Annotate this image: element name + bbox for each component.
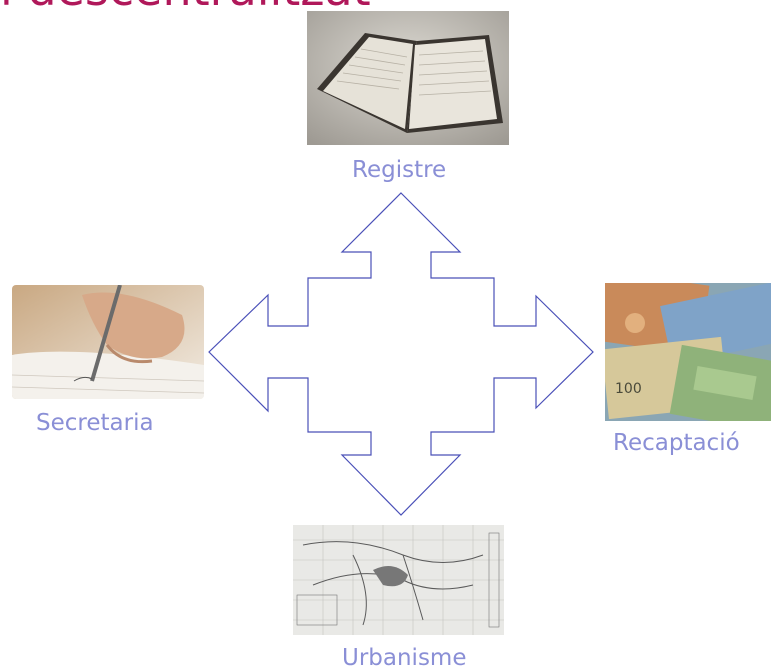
svg-text:100: 100	[615, 381, 642, 397]
secretaria-writing-image	[12, 285, 204, 399]
urbanisme-map-image	[293, 525, 504, 635]
secretaria-label: Secretaria	[36, 410, 154, 436]
recaptacio-money-image: 100	[605, 283, 771, 421]
registre-label: Registre	[352, 157, 447, 183]
recaptacio-label: Recaptació	[613, 430, 740, 456]
four-way-arrow-outline	[208, 192, 594, 516]
registre-book-image	[307, 11, 509, 145]
urbanisme-label: Urbanisme	[342, 645, 467, 671]
slide-title: l descentralitzat	[0, 0, 371, 16]
